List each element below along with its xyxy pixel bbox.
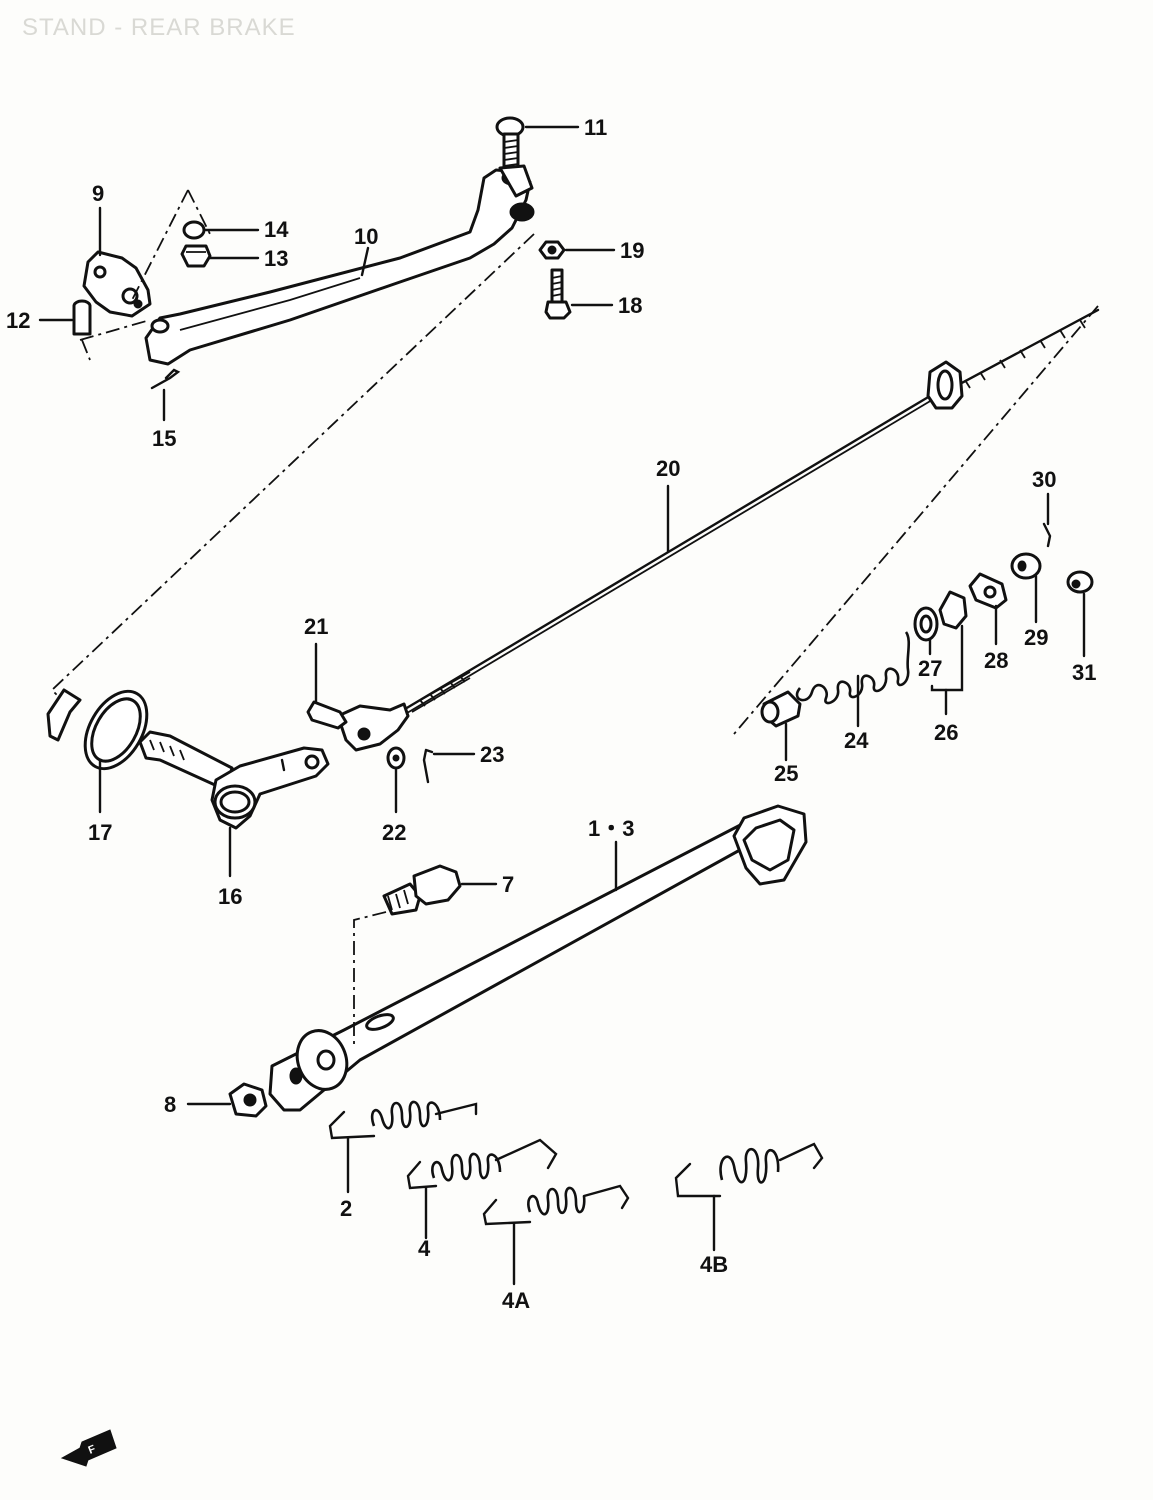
part-22-nut: [386, 746, 406, 770]
callout-27: 27: [918, 656, 942, 681]
part-17-collar: [46, 688, 149, 771]
part-31-nut: [1066, 570, 1094, 594]
callout-16: 16: [218, 884, 242, 909]
part-27-washer: [913, 606, 939, 642]
part-18-bolt: [544, 268, 572, 320]
callout-21: 21: [304, 614, 328, 639]
part-4b-spring: [674, 1142, 824, 1198]
part-20-brake-rod: [336, 308, 1100, 752]
part-28-joint: [968, 572, 1008, 610]
part-1-3-side-stand: [268, 804, 808, 1112]
callout-11: 11: [584, 115, 607, 140]
assembly-guide-12: [79, 319, 151, 361]
callout-13: 13: [264, 246, 288, 271]
callout-7: 7: [502, 872, 514, 897]
assembly-guide-7: [353, 911, 387, 1046]
callout-15: 15: [152, 426, 176, 451]
part-19-nut: [538, 240, 566, 260]
callout-4: 4: [418, 1236, 431, 1261]
callout-14: 14: [264, 217, 289, 242]
callout-29: 29: [1024, 625, 1048, 650]
callout-24: 24: [844, 728, 869, 753]
part-29-nut: [1010, 552, 1042, 580]
callout-19: 19: [620, 238, 644, 263]
part-4a-spring: [482, 1184, 630, 1226]
callout-1-3: 1・3: [588, 816, 634, 841]
part-12-pin: [72, 299, 92, 336]
callout-labels: 11 9 14 13 10 19 18 12 15 20 30 21 27 28…: [6, 115, 1096, 1313]
callout-10: 10: [354, 224, 378, 249]
leader-10: [360, 246, 370, 277]
callout-30: 30: [1032, 467, 1056, 492]
part-15-cotter-pin: [150, 368, 181, 390]
callout-23: 23: [480, 742, 504, 767]
callout-18: 18: [618, 293, 642, 318]
part-24-spring: [795, 631, 911, 705]
part-8-nut: [228, 1082, 268, 1118]
callout-17: 17: [88, 820, 112, 845]
direction-badge-text: F: [87, 1443, 98, 1457]
part-23-cotter-pin: [422, 748, 434, 784]
assembly-guide-9: [131, 189, 213, 301]
part-7-pivot-bolt: [382, 864, 462, 916]
callout-4a: 4A: [502, 1288, 530, 1313]
part-13-washer: [180, 244, 212, 268]
callout-2: 2: [340, 1196, 352, 1221]
part-11-bolt: [495, 116, 525, 170]
part-9-bracket: [82, 250, 152, 318]
front-direction-arrow-icon: F: [60, 1429, 117, 1467]
callout-20: 20: [656, 456, 680, 481]
part-2-spring: [328, 1100, 478, 1140]
part-25-collar: [760, 690, 802, 728]
callout-12: 12: [6, 308, 30, 333]
callout-8: 8: [164, 1092, 176, 1117]
callout-22: 22: [382, 820, 406, 845]
callout-28: 28: [984, 648, 1008, 673]
part-30-cotter-pin: [1042, 522, 1052, 548]
part-16-shaft-lever: [138, 730, 330, 830]
part-10-brake-pedal: [144, 164, 535, 366]
part-4-spring: [406, 1138, 558, 1190]
page-title: STAND - REAR BRAKE: [22, 14, 296, 41]
callout-4b: 4B: [700, 1252, 728, 1277]
callout-26: 26: [934, 720, 958, 745]
part-21-clevis-pin: [306, 700, 348, 730]
assembly-guide-rod: [733, 305, 1099, 735]
callout-25: 25: [774, 761, 798, 786]
part-14-cap: [182, 220, 206, 240]
callout-31: 31: [1072, 660, 1096, 685]
part-26-joint: [938, 590, 968, 630]
callout-9: 9: [92, 181, 104, 206]
